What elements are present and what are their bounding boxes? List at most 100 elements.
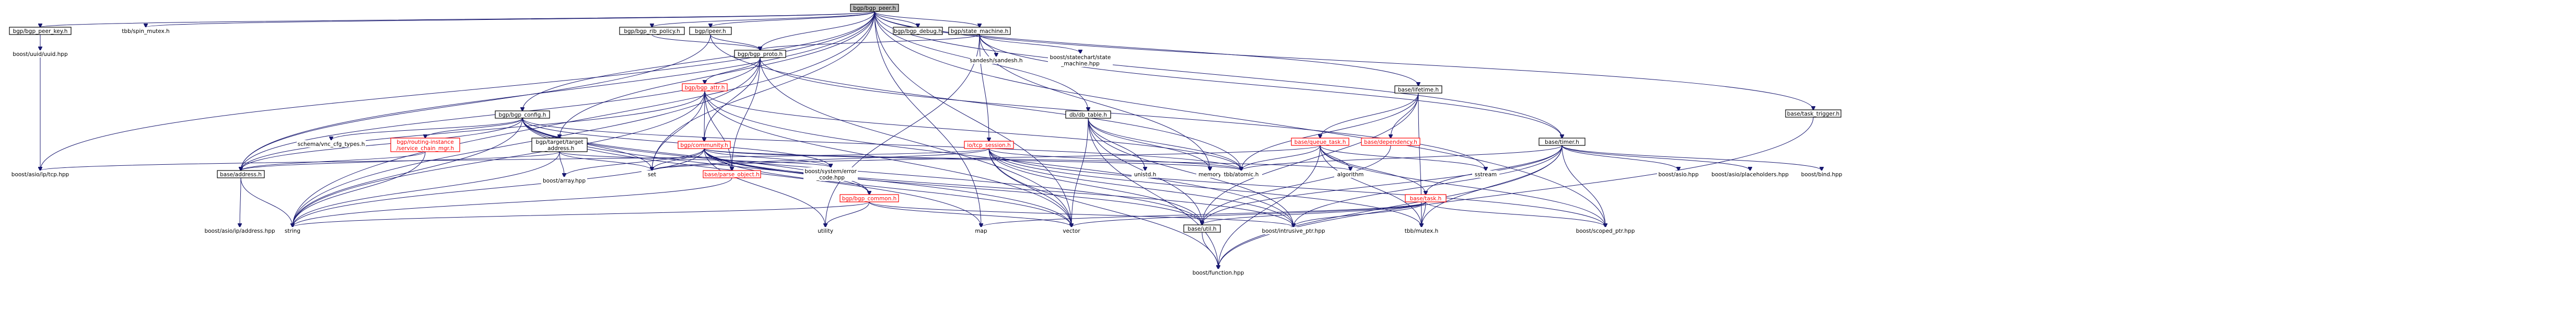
node-box xyxy=(948,27,1011,35)
edge-target_address-to-system_error xyxy=(559,151,831,167)
node-unistd: unistd.h xyxy=(1132,171,1159,178)
node-atomic: tbb/atomic.h xyxy=(1220,171,1262,178)
edge-bgp_common-to-utility xyxy=(825,201,870,227)
edge-target_address-to-string xyxy=(293,151,560,227)
edge-dbtable-to-boost_function xyxy=(1088,118,1218,269)
node-label: base/task_trigger.h xyxy=(1787,111,1839,117)
edge-root-to-bgp_config xyxy=(522,11,875,111)
edge-bgp_config-to-base_util xyxy=(522,118,1202,225)
edge-root-to-vector xyxy=(874,11,1071,227)
edge-dbtable-to-intrusive_ptr xyxy=(1088,118,1293,227)
edge-dbtable-to-vector xyxy=(1071,118,1089,227)
node-bgp-proto[interactable]: bgp/bgp_proto.h xyxy=(734,50,786,58)
node-task-trigger[interactable]: base/task_trigger.h xyxy=(1785,109,1841,118)
node-box xyxy=(1657,171,1700,178)
node-label: boost/intrusive_ptr.hpp xyxy=(1262,228,1325,234)
node-algorithm: algorithm xyxy=(1334,171,1367,178)
node-routing-instance[interactable]: bgp/routing-instance/service_chain_mgr.h xyxy=(390,138,460,152)
node-box xyxy=(531,138,588,152)
node-dependency[interactable]: base/dependency.h xyxy=(1361,138,1420,146)
edge-state_machine-to-timer xyxy=(979,34,1562,138)
node-target-address[interactable]: bgp/target/target_address.h xyxy=(531,138,588,152)
edge-state_machine-to-utility xyxy=(825,34,980,227)
edge-base_task-to-scoped_ptr xyxy=(1425,201,1605,227)
edge-dbtable-to-unistd xyxy=(1088,118,1145,171)
edge-bgp_common-to-string xyxy=(293,201,870,227)
edge-timer-to-boost_bind xyxy=(1561,145,1822,171)
edge-bgp_config-to-address xyxy=(241,118,523,171)
edge-xmpp_session-to-intrusive_ptr xyxy=(988,148,1293,227)
node-intrusive-ptr: boost/intrusive_ptr.hpp xyxy=(1259,227,1328,234)
node-queue-task[interactable]: base/queue_task.h xyxy=(1291,138,1349,146)
edge-timer-to-base_util xyxy=(1202,145,1563,225)
node-box xyxy=(201,227,279,234)
node-box xyxy=(840,194,899,202)
node-xmpp-session[interactable]: io/tcp_session.h xyxy=(964,141,1014,149)
node-box xyxy=(1334,171,1367,178)
node-label: tbb/spin_mutex.h xyxy=(122,28,169,35)
edge-ipeer-to-address xyxy=(241,34,711,171)
node-box xyxy=(7,171,73,178)
edge-timer-to-scoped_ptr xyxy=(1561,145,1605,227)
node-label: boost/asio/ip/tcp.hpp xyxy=(11,172,69,178)
node-box xyxy=(1538,138,1586,146)
edge-bgp_config-to-routing_instance xyxy=(425,118,523,138)
edge-dbtable-to-memory xyxy=(1088,118,1210,171)
edge-bgp_common-to-intrusive_ptr xyxy=(869,201,1293,227)
node-scoped-ptr: boost/scoped_ptr.hpp xyxy=(1573,227,1637,234)
edge-bgp_proto-to-bgp_community xyxy=(704,57,761,141)
node-state-machine[interactable]: bgp/state_machine.h xyxy=(948,27,1011,35)
node-timer[interactable]: base/timer.h xyxy=(1538,138,1586,146)
node-address[interactable]: base/address.h xyxy=(217,170,265,178)
node-label: /service_chain_mgr.h xyxy=(397,145,454,152)
node-vector: vector xyxy=(1059,227,1083,234)
node-label: utility xyxy=(818,228,833,234)
node-box xyxy=(297,140,366,147)
node-box xyxy=(1405,194,1447,202)
node-rib-policy[interactable]: bgp/bgp_rib_policy.h xyxy=(619,27,685,35)
node-bgp-debug[interactable]: bgp/bgp_debug.h xyxy=(893,27,943,35)
edge-xmpp_session-to-atomic xyxy=(988,148,1241,171)
node-asio-hpp: boost/asio.hpp xyxy=(1657,171,1700,178)
node-label: bgp/bgp_debug.h xyxy=(894,28,942,35)
node-label: io/tcp_session.h xyxy=(967,142,1011,149)
node-parse-object[interactable]: base/parse_object.h xyxy=(703,170,761,178)
edge-bgp_proto-to-parse_object xyxy=(732,57,761,171)
node-bgp-community[interactable]: bgp/community.h xyxy=(678,141,731,149)
node-asio-ip-tcp: boost/asio/ip/tcp.hpp xyxy=(7,171,73,178)
edge-timer-to-asio_hpp xyxy=(1561,145,1679,171)
node-box xyxy=(1065,110,1111,119)
node-bgp-common[interactable]: bgp/bgp_common.h xyxy=(840,194,899,202)
edge-timer-to-intrusive_ptr xyxy=(1293,145,1563,227)
edge-bgp_common-to-vector xyxy=(869,201,1071,227)
edge-bgp_proto-to-string xyxy=(293,57,761,227)
node-box xyxy=(1707,171,1793,178)
node-sstream: sstream xyxy=(1472,171,1499,178)
node-base-util[interactable]: base/util.h xyxy=(1183,224,1221,233)
node-placeholders: boost/asio/placeholders.hpp xyxy=(1707,171,1793,178)
node-base-task[interactable]: base/task.h xyxy=(1405,194,1447,202)
node-dbtable[interactable]: db/db_table.h xyxy=(1065,110,1111,119)
node-label: sstream xyxy=(1475,172,1497,178)
node-bgp-attr[interactable]: bgp/bgp_attr.h xyxy=(682,83,728,92)
edge-lifetime-to-base_util xyxy=(1202,93,1419,225)
edge-bgp_attr-to-atomic xyxy=(704,90,1241,171)
node-label: boost/scoped_ptr.hpp xyxy=(1576,228,1635,234)
node-label: set xyxy=(648,172,656,178)
node-lifetime[interactable]: base/lifetime.h xyxy=(1394,85,1442,94)
node-box xyxy=(1220,171,1262,178)
edge-bgp_community-to-algorithm xyxy=(704,148,1350,171)
node-spin-mutex: tbb/spin_mutex.h xyxy=(120,27,171,35)
edge-timer-to-tbb_mutex xyxy=(1421,145,1563,227)
node-label: bgp/bgp_rib_policy.h xyxy=(624,28,680,35)
node-bgp-config[interactable]: bgp/bgp_config.h xyxy=(495,110,550,119)
edge-bgp_attr-to-address xyxy=(241,90,705,171)
node-label: algorithm xyxy=(1337,172,1364,178)
node-set: set xyxy=(642,171,662,178)
node-box xyxy=(689,27,732,35)
node-label: string xyxy=(285,228,300,234)
node-peer-key[interactable]: bgp/bgp_peer_key.h xyxy=(9,27,72,35)
node-label: base/address.h xyxy=(220,172,262,178)
node-root[interactable]: bgp/bgp_peer.h xyxy=(850,4,899,12)
node-ipeer[interactable]: bgp/ipeer.h xyxy=(689,27,732,35)
